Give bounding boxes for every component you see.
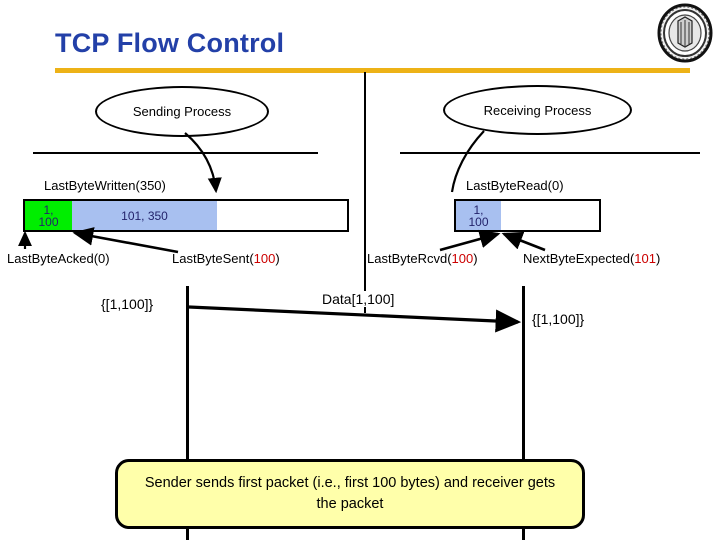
- receiving-process-label: Receiving Process: [483, 102, 592, 118]
- last-byte-rcvd-label: LastByteRcvd(100): [367, 251, 478, 266]
- university-seal-icon: [657, 3, 714, 63]
- sender-seg-acked-line2: 100: [38, 214, 59, 229]
- next-byte-expected-arrow: [501, 231, 546, 252]
- receiver-timeline: [522, 286, 525, 540]
- receiver-seg-rcvd-line1: 1,: [473, 202, 484, 217]
- center-divider-line: [364, 72, 366, 313]
- explanation-callout: Sender sends first packet (i.e., first 1…: [115, 459, 585, 529]
- last-byte-sent-value: 100: [253, 251, 276, 266]
- last-byte-rcvd-suffix: ): [473, 251, 478, 266]
- data-packet-label: Data[1,100]: [321, 291, 396, 307]
- sender-timeline: [186, 286, 189, 540]
- sending-process-label: Sending Process: [132, 104, 232, 119]
- last-byte-rcvd-arrow: [439, 229, 501, 252]
- receiver-buffer: 1, 100: [454, 199, 601, 232]
- last-byte-written-label: LastByteWritten(350): [44, 178, 166, 193]
- last-byte-acked-label: LastByteAcked(0): [7, 251, 110, 266]
- title-accent-bar: [55, 68, 690, 73]
- last-byte-rcvd-prefix: LastByteRcvd(: [367, 251, 452, 266]
- last-byte-sent-label: LastByteSent(100): [172, 251, 280, 266]
- sender-buffer-segment-inflight: 101, 350: [72, 201, 217, 230]
- receiver-window-label: {[1,100]}: [532, 311, 585, 327]
- sender-buffer: 1, 100 101, 350: [23, 199, 349, 232]
- data-packet-arrow: [188, 305, 522, 333]
- sender-window-label: {[1,100]}: [101, 296, 154, 312]
- next-byte-expected-suffix: ): [655, 251, 661, 266]
- last-byte-sent-suffix: ): [275, 251, 280, 266]
- last-byte-read-label: LastByteRead(0): [466, 178, 564, 193]
- last-byte-rcvd-value: 100: [451, 251, 474, 266]
- sender-divider-line: [33, 152, 318, 154]
- sending-process-to-buffer-curve: [184, 132, 222, 194]
- sender-seg-acked-line1: 1,: [43, 202, 54, 217]
- receiver-seg-rcvd-line2: 100: [468, 214, 489, 229]
- last-byte-sent-prefix: LastByteSent(: [172, 251, 254, 266]
- page-title: TCP Flow Control: [55, 28, 285, 58]
- sender-seg-inflight-label: 101, 350: [121, 208, 168, 223]
- receiving-process-node: Receiving Process: [443, 85, 632, 135]
- sender-buffer-segment-acked: 1, 100: [25, 201, 72, 230]
- explanation-callout-text: Sender sends first packet (i.e., first 1…: [144, 474, 556, 512]
- next-byte-expected-prefix: NextByteExpected(: [523, 251, 635, 266]
- receiver-buffer-segment-rcvd: 1, 100: [456, 201, 501, 230]
- sending-process-node: Sending Process: [95, 86, 269, 137]
- next-byte-expected-value: 101: [634, 251, 656, 266]
- last-byte-sent-arrow: [72, 227, 179, 254]
- receiver-divider-line: [400, 152, 700, 154]
- next-byte-expected-label: NextByteExpected(101): [523, 251, 660, 266]
